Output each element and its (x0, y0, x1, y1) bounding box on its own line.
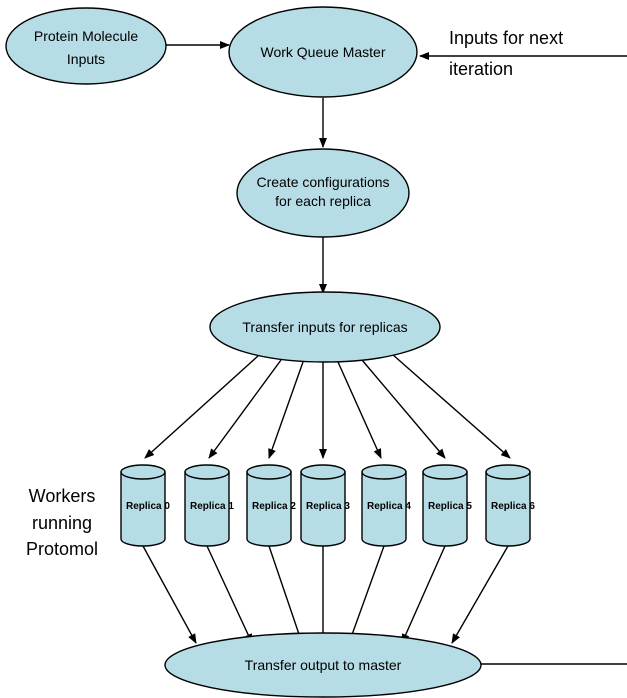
cylinder-top (422, 464, 468, 480)
replica-cylinder: Replica 2 (246, 464, 296, 547)
replica-label: Replica 4 (367, 501, 411, 512)
edge-fanout-replica-2 (268, 361, 304, 459)
node-label: Transfer output to master (245, 657, 402, 673)
replica-group: Replica 0 Replica 1 Replica 2 Replica 3 Repl… (120, 464, 535, 547)
replica-cylinder: Replica 1 (184, 464, 234, 547)
edge-fanout-replica-0 (144, 355, 259, 459)
next-iteration-label: Inputs for next iteration (449, 28, 563, 79)
replica-label: Replica 5 (428, 501, 472, 512)
workers-label: Workers running Protomol (26, 486, 98, 559)
workers-line: Workers (29, 486, 96, 506)
cylinder-body (120, 471, 166, 547)
cylinder-top (120, 464, 166, 480)
node-transfer-output: Transfer output to master (164, 632, 482, 698)
node-label: Create configurations (256, 174, 389, 190)
replica-cylinder: Replica 0 (120, 464, 170, 547)
cylinder-top (246, 464, 292, 480)
node-work-queue-master: Work Queue Master (228, 6, 418, 98)
node-label: Transfer inputs for replicas (242, 319, 407, 335)
node-label: Inputs (67, 51, 105, 67)
node-label: Protein Molecule (34, 28, 138, 44)
replica-label: Replica 0 (126, 501, 170, 512)
node-label: Work Queue Master (260, 44, 385, 60)
edge-fanout-replica-1 (208, 359, 282, 459)
workers-line: Protomol (26, 539, 98, 559)
cylinder-body (246, 471, 292, 547)
cylinder-top (361, 464, 407, 480)
edge-replica-5-to-output (401, 545, 446, 644)
edge-replica-2-to-output (268, 545, 303, 644)
replica-label: Replica 2 (252, 501, 296, 512)
cylinder-body (422, 471, 468, 547)
replica-label: Replica 6 (491, 501, 535, 512)
edge-fanout-replica-5 (361, 359, 446, 459)
cylinder-top (184, 464, 230, 480)
cylinder-top (485, 464, 531, 480)
replica-cylinder: Replica 4 (361, 464, 411, 547)
replica-cylinder: Replica 6 (485, 464, 535, 547)
edge-replica-6-to-output (451, 545, 509, 644)
cylinder-body (184, 471, 230, 547)
workers-line: running (32, 513, 92, 533)
edge-replica-4-to-output (348, 545, 385, 644)
replica-cylinder: Replica 5 (422, 464, 472, 547)
cylinder-body (485, 471, 531, 547)
replica-label: Replica 3 (306, 501, 350, 512)
node-protein-inputs: Protein Molecule Inputs (5, 7, 167, 85)
cylinder-body (361, 471, 407, 547)
edge-fanout-replica-6 (391, 353, 511, 459)
node-create-configurations: Create configurations for each replica (236, 148, 410, 238)
cylinder-body (300, 471, 346, 547)
replica-cylinder: Replica 3 (300, 464, 350, 547)
next-iteration-line: Inputs for next (449, 28, 563, 48)
edges (142, 41, 627, 665)
edge-replica-1-to-output (206, 545, 253, 644)
node-label: for each replica (275, 193, 371, 209)
edge-replica-0-to-output (142, 545, 197, 644)
replica-label: Replica 1 (190, 501, 234, 512)
node-transfer-inputs: Transfer inputs for replicas (209, 291, 441, 363)
edge-fanout-replica-4 (337, 361, 382, 459)
next-iteration-line: iteration (449, 59, 513, 79)
cylinder-top (300, 464, 346, 480)
